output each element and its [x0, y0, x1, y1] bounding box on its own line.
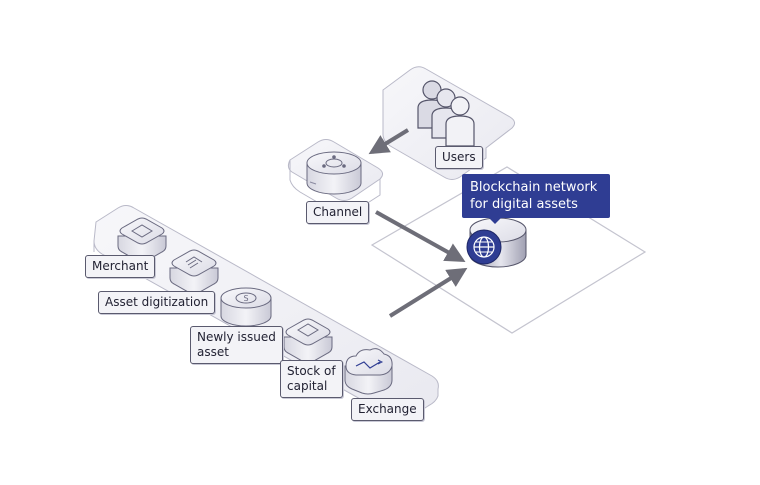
certificate-icon — [283, 318, 333, 364]
arrows — [368, 128, 468, 318]
document-icon — [169, 249, 219, 295]
exchange-icon — [344, 348, 393, 395]
stock-of-capital-label: Stock of capital — [280, 360, 343, 398]
newly-issued-line1: Newly issued — [197, 330, 276, 344]
channel-icon — [306, 151, 362, 195]
merchant-label: Merchant — [85, 255, 156, 278]
svg-text:S: S — [243, 294, 248, 303]
network-callout: Blockchain network for digital assets — [462, 174, 610, 218]
exchange-label: Exchange — [351, 398, 424, 421]
arrow-business-to-network — [388, 267, 468, 318]
newly-issued-line2: asset — [197, 345, 229, 359]
network-label-line1: Blockchain network — [470, 180, 598, 195]
stock-of-capital-line1: Stock of — [287, 364, 336, 378]
network-label-line2: for digital assets — [470, 197, 578, 212]
asset-digitization-label: Asset digitization — [98, 291, 216, 314]
network-callout-tail — [488, 217, 502, 224]
channel-label: Channel — [306, 201, 370, 224]
stock-of-capital-line2: capital — [287, 379, 328, 393]
arrow-channel-to-network — [375, 210, 466, 262]
users-icon — [417, 80, 475, 147]
globe-icon — [466, 217, 527, 268]
users-label: Users — [435, 146, 483, 169]
arrow-users-to-channel — [368, 128, 410, 155]
newly-issued-asset-label: Newly issued asset — [190, 326, 283, 364]
currency-icon: S — [220, 287, 272, 327]
